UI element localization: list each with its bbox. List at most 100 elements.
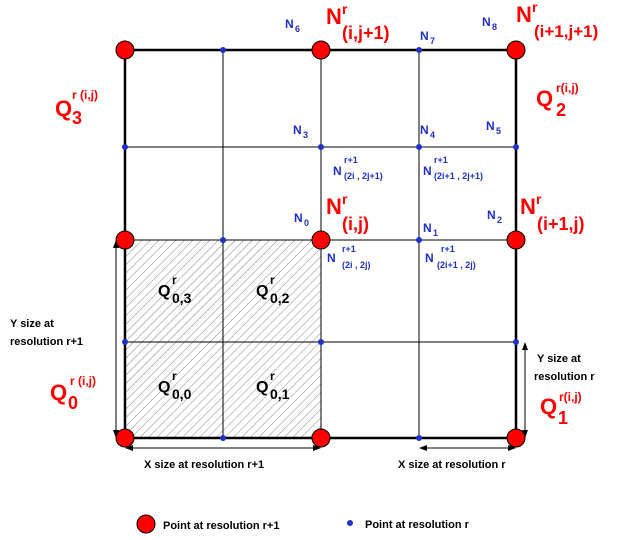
svg-text:r: r (536, 191, 542, 207)
svg-text:(2i+1 , 2j+1): (2i+1 , 2j+1) (434, 171, 483, 181)
svg-text:(2i , 2j): (2i , 2j) (342, 260, 371, 270)
legend: Point at resolution r+1 Point at resolut… (136, 514, 470, 534)
svg-text:0: 0 (68, 393, 78, 413)
label-n-i-j: N r (i,j) (326, 191, 369, 234)
legend-red-label: Point at resolution r+1 (163, 520, 279, 532)
svg-text:r: r (342, 191, 348, 207)
svg-text:N: N (333, 164, 342, 178)
svg-text:N: N (487, 208, 496, 222)
svg-text:r+1: r+1 (344, 155, 358, 165)
label-n-i-j1: N r (i,j+1) (326, 1, 390, 43)
svg-text:N: N (423, 164, 432, 178)
svg-text:r (i,j): r (i,j) (72, 88, 98, 102)
label-n-2i-2j1: N r+1 (2i , 2j+1) (333, 155, 383, 181)
svg-text:6: 6 (295, 24, 300, 34)
svg-text:Q: Q (256, 283, 268, 300)
svg-text:N: N (326, 4, 342, 29)
label-n-2i-2j: N r+1 (2i , 2j) (327, 244, 371, 270)
label-n-i1-j1: N r (i+1,j+1) (516, 0, 598, 41)
svg-text:r(i,j): r(i,j) (559, 390, 582, 404)
svg-text:(2i , 2j+1): (2i , 2j+1) (344, 171, 383, 181)
legend-red-marker (136, 514, 156, 534)
label-n6: N 6 (285, 17, 300, 34)
coarse-points (115, 40, 526, 448)
svg-text:8: 8 (492, 22, 497, 32)
label-q3: Q r (i,j) 3 (55, 88, 98, 128)
svg-text:Q: Q (50, 380, 67, 405)
svg-text:0: 0 (304, 218, 309, 228)
y-size-fine-line2: resolution r+1 (10, 336, 83, 348)
svg-text:Q: Q (256, 379, 268, 396)
svg-text:N: N (423, 221, 432, 235)
svg-text:0,1: 0,1 (270, 386, 290, 402)
label-n2: N 2 (487, 208, 502, 225)
svg-text:r: r (270, 273, 275, 287)
legend-blue-label: Point at resolution r (365, 519, 470, 531)
svg-text:N: N (420, 29, 429, 43)
svg-text:0,3: 0,3 (172, 290, 192, 306)
svg-text:Q: Q (540, 394, 557, 419)
label-n1: N 1 (423, 221, 438, 238)
svg-text:N: N (293, 123, 302, 137)
svg-text:Q: Q (536, 86, 553, 111)
svg-text:0,0: 0,0 (172, 386, 192, 402)
svg-text:N: N (294, 211, 303, 225)
svg-text:N: N (486, 119, 495, 133)
label-n7: N 7 (420, 29, 435, 46)
label-q0: Q r (i,j) 0 (50, 374, 96, 413)
label-q2: Q r(i,j) 2 (536, 81, 579, 120)
svg-text:r+1: r+1 (441, 244, 455, 254)
svg-text:3: 3 (303, 130, 308, 140)
svg-text:1: 1 (433, 228, 438, 238)
label-n0: N 0 (294, 211, 309, 228)
svg-text:7: 7 (430, 36, 435, 46)
svg-text:r: r (342, 1, 348, 17)
svg-text:1: 1 (558, 408, 568, 428)
svg-text:N: N (327, 251, 336, 265)
svg-text:Q: Q (158, 379, 170, 396)
label-q02: Q r 0,2 (256, 273, 290, 306)
y-size-fine-line1: Y size at (10, 318, 54, 330)
svg-text:r: r (270, 369, 275, 383)
svg-text:Q: Q (55, 96, 72, 121)
svg-text:r: r (532, 0, 538, 15)
label-q1: Q r(i,j) 1 (540, 390, 582, 428)
y-size-coarse-line1: Y size at (537, 353, 581, 365)
svg-text:2: 2 (497, 215, 502, 225)
x-size-coarse: X size at resolution r (398, 459, 506, 471)
svg-text:r: r (172, 369, 177, 383)
label-n8: N 8 (482, 15, 497, 32)
svg-text:r(i,j): r(i,j) (556, 81, 579, 95)
label-n-i1-j: N r (i+1,j) (520, 191, 585, 234)
svg-text:(i,j): (i,j) (342, 214, 369, 234)
label-n5: N 5 (486, 119, 501, 136)
svg-text:3: 3 (72, 108, 82, 128)
svg-text:Q: Q (158, 283, 170, 300)
svg-text:N: N (482, 15, 491, 29)
legend-blue-marker (347, 520, 353, 526)
svg-text:r+1: r+1 (434, 155, 448, 165)
label-q01: Q r 0,1 (256, 369, 290, 402)
label-n-2i1-2j1: N r+1 (2i+1 , 2j+1) (423, 155, 483, 181)
label-n3: N 3 (293, 123, 308, 140)
label-n4: N 4 (420, 123, 435, 140)
label-n-2i1-2j: N r+1 (2i+1 , 2j) (425, 244, 476, 270)
svg-text:r (i,j): r (i,j) (70, 374, 96, 388)
y-size-coarse-line2: resolution r (534, 371, 595, 383)
svg-text:N: N (520, 194, 536, 219)
svg-text:(i+1,j+1): (i+1,j+1) (534, 22, 598, 41)
svg-text:N: N (425, 251, 434, 265)
svg-text:N: N (420, 123, 429, 137)
svg-text:(i+1,j): (i+1,j) (537, 214, 585, 234)
svg-text:2: 2 (556, 100, 566, 120)
svg-text:N: N (516, 2, 532, 27)
svg-text:0,2: 0,2 (270, 290, 290, 306)
svg-text:5: 5 (496, 126, 501, 136)
svg-text:r: r (172, 273, 177, 287)
svg-text:N: N (285, 17, 294, 31)
svg-text:N: N (326, 194, 342, 219)
dimension-arrows (113, 240, 528, 451)
svg-text:4: 4 (430, 130, 435, 140)
svg-text:(2i+1 , 2j): (2i+1 , 2j) (437, 260, 476, 270)
